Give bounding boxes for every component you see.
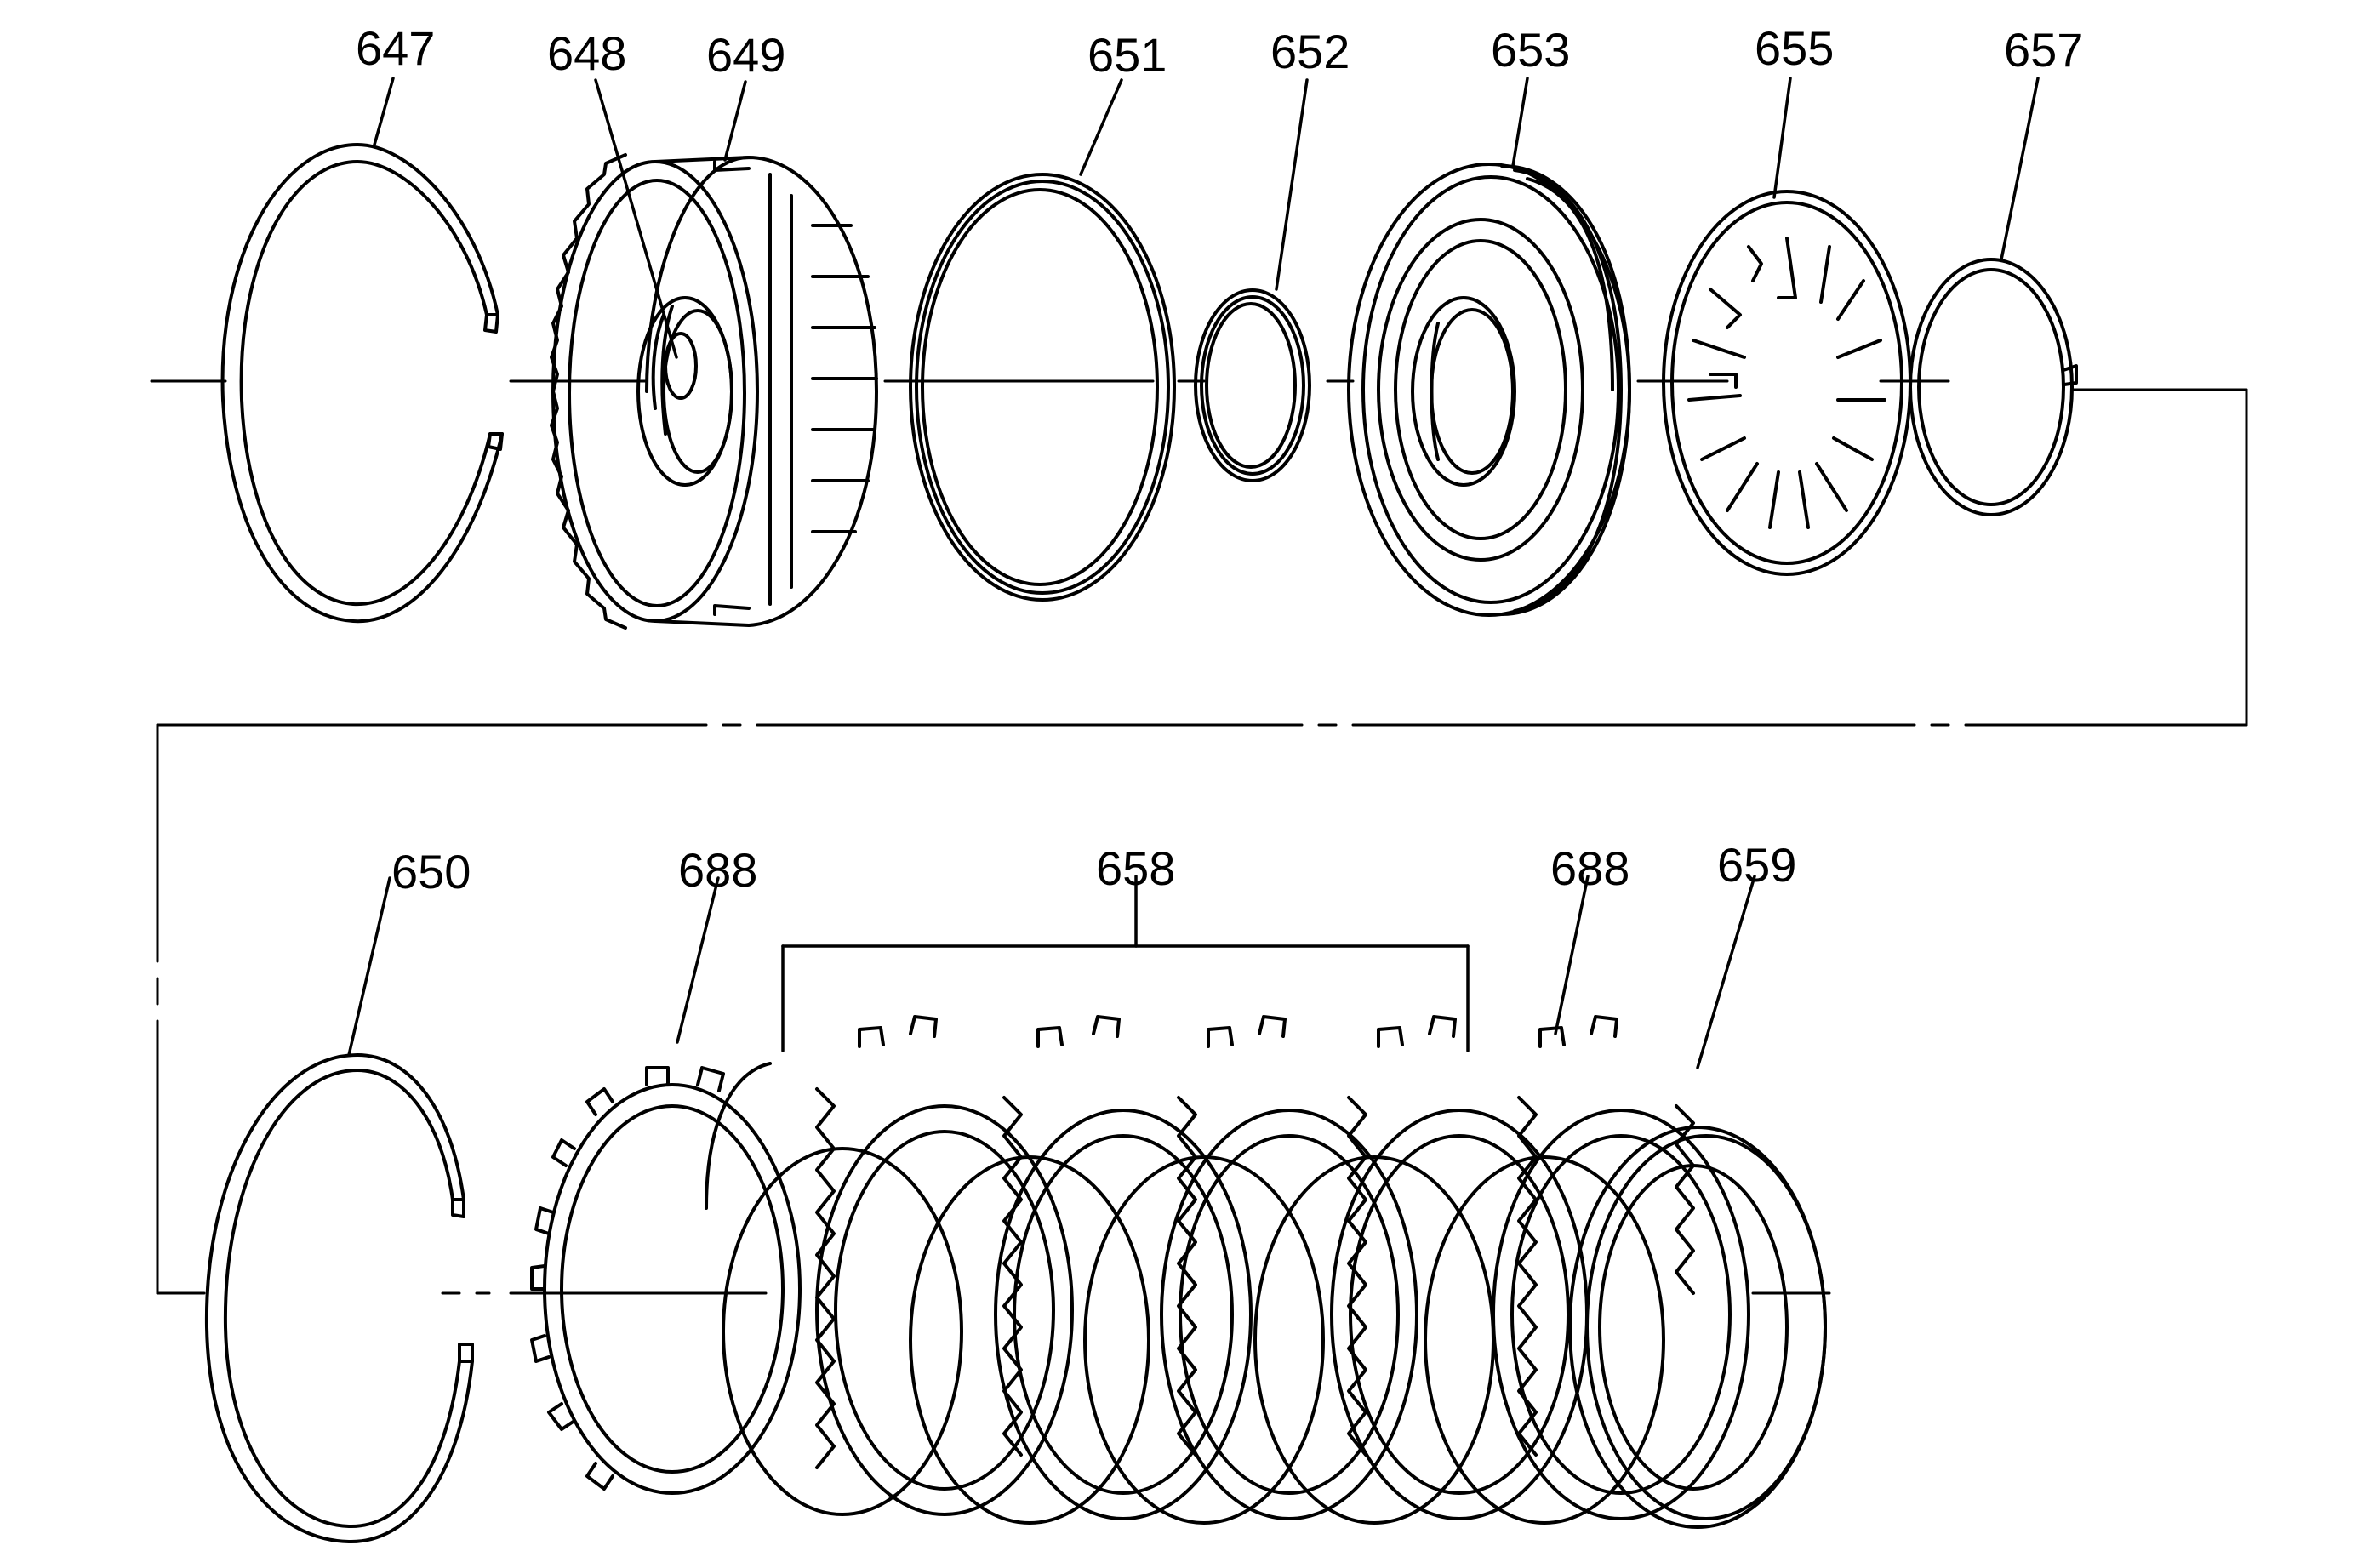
part-648-bore-seal [664,332,698,400]
part-653-piston [1347,163,1631,617]
callout-653: 653 [1491,23,1570,77]
callout-655: 655 [1755,21,1834,75]
part-657-snap-ring [1909,258,2078,516]
callout-649: 649 [706,28,785,82]
part-688-steel-plate-front [530,1066,802,1495]
alignment-centerlines [150,379,2248,1295]
callout-657: 657 [2004,23,2083,77]
part-647-snap-ring [220,143,504,624]
callout-650: 650 [391,845,471,898]
part-659-backing-plate [1568,1104,1827,1529]
part-649-housing [550,153,878,630]
callout-688-rear: 688 [1550,841,1629,895]
callout-652: 652 [1270,25,1350,78]
callout-labels: 647 648 649 651 652 653 655 657 650 688 … [356,21,2083,898]
callout-659: 659 [1717,838,1796,892]
leader-lines [347,77,2040,1069]
part-655-spring-plate [1662,190,1912,576]
part-652-o-ring [1194,288,1311,482]
part-651-seal-ring [909,173,1176,602]
callout-658: 658 [1096,841,1175,895]
part-650-snap-ring [204,1053,474,1544]
part-688-steel-plate-rear [1492,1015,1750,1520]
callout-648: 648 [547,26,626,80]
callout-647: 647 [356,21,435,75]
callout-688-front: 688 [678,843,757,897]
callout-651: 651 [1087,28,1167,82]
part-658-clutch-plates [705,1015,1665,1525]
